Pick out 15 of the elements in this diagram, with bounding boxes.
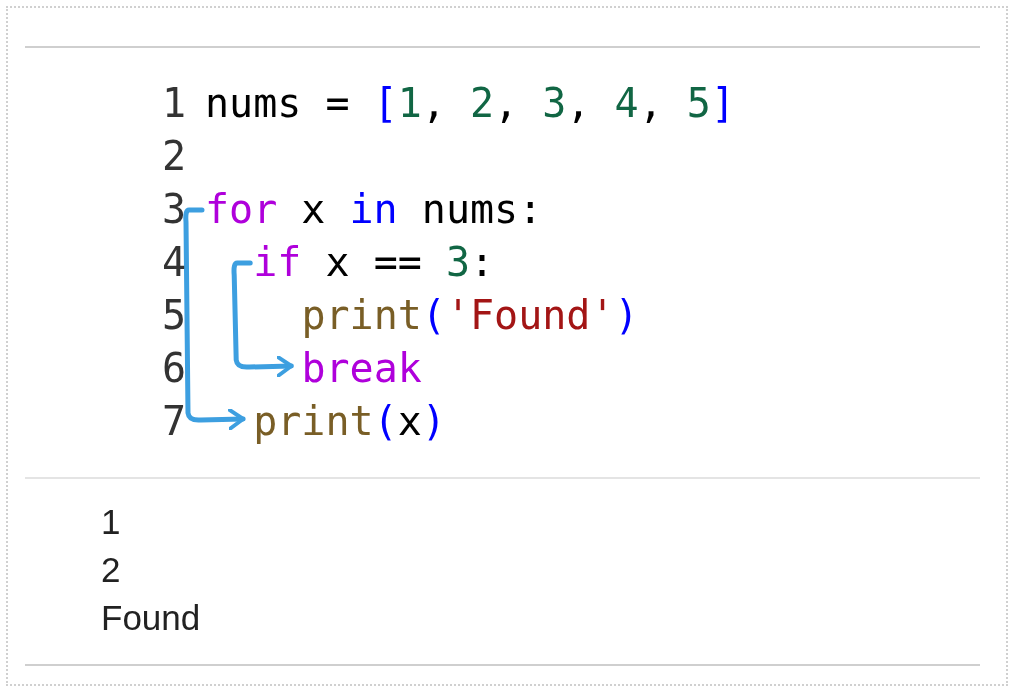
code-line: for x in nums:: [205, 183, 543, 236]
line-number: 7: [160, 397, 186, 446]
code-line: break: [301, 342, 422, 395]
code-line: print('Found'): [301, 289, 639, 342]
line-number: 1: [160, 79, 186, 128]
code-line: print(x): [253, 395, 446, 448]
line-number: 6: [160, 344, 186, 393]
line-number: 3: [160, 185, 186, 234]
output-line: Found: [101, 597, 201, 639]
output-line: 1: [101, 501, 121, 543]
output-line: 2: [101, 549, 121, 591]
code-line: nums = [1, 2, 3, 4, 5]: [205, 77, 735, 130]
line-number: 2: [160, 132, 186, 181]
code-line: if x == 3:: [253, 236, 495, 289]
line-number: 5: [160, 291, 186, 340]
